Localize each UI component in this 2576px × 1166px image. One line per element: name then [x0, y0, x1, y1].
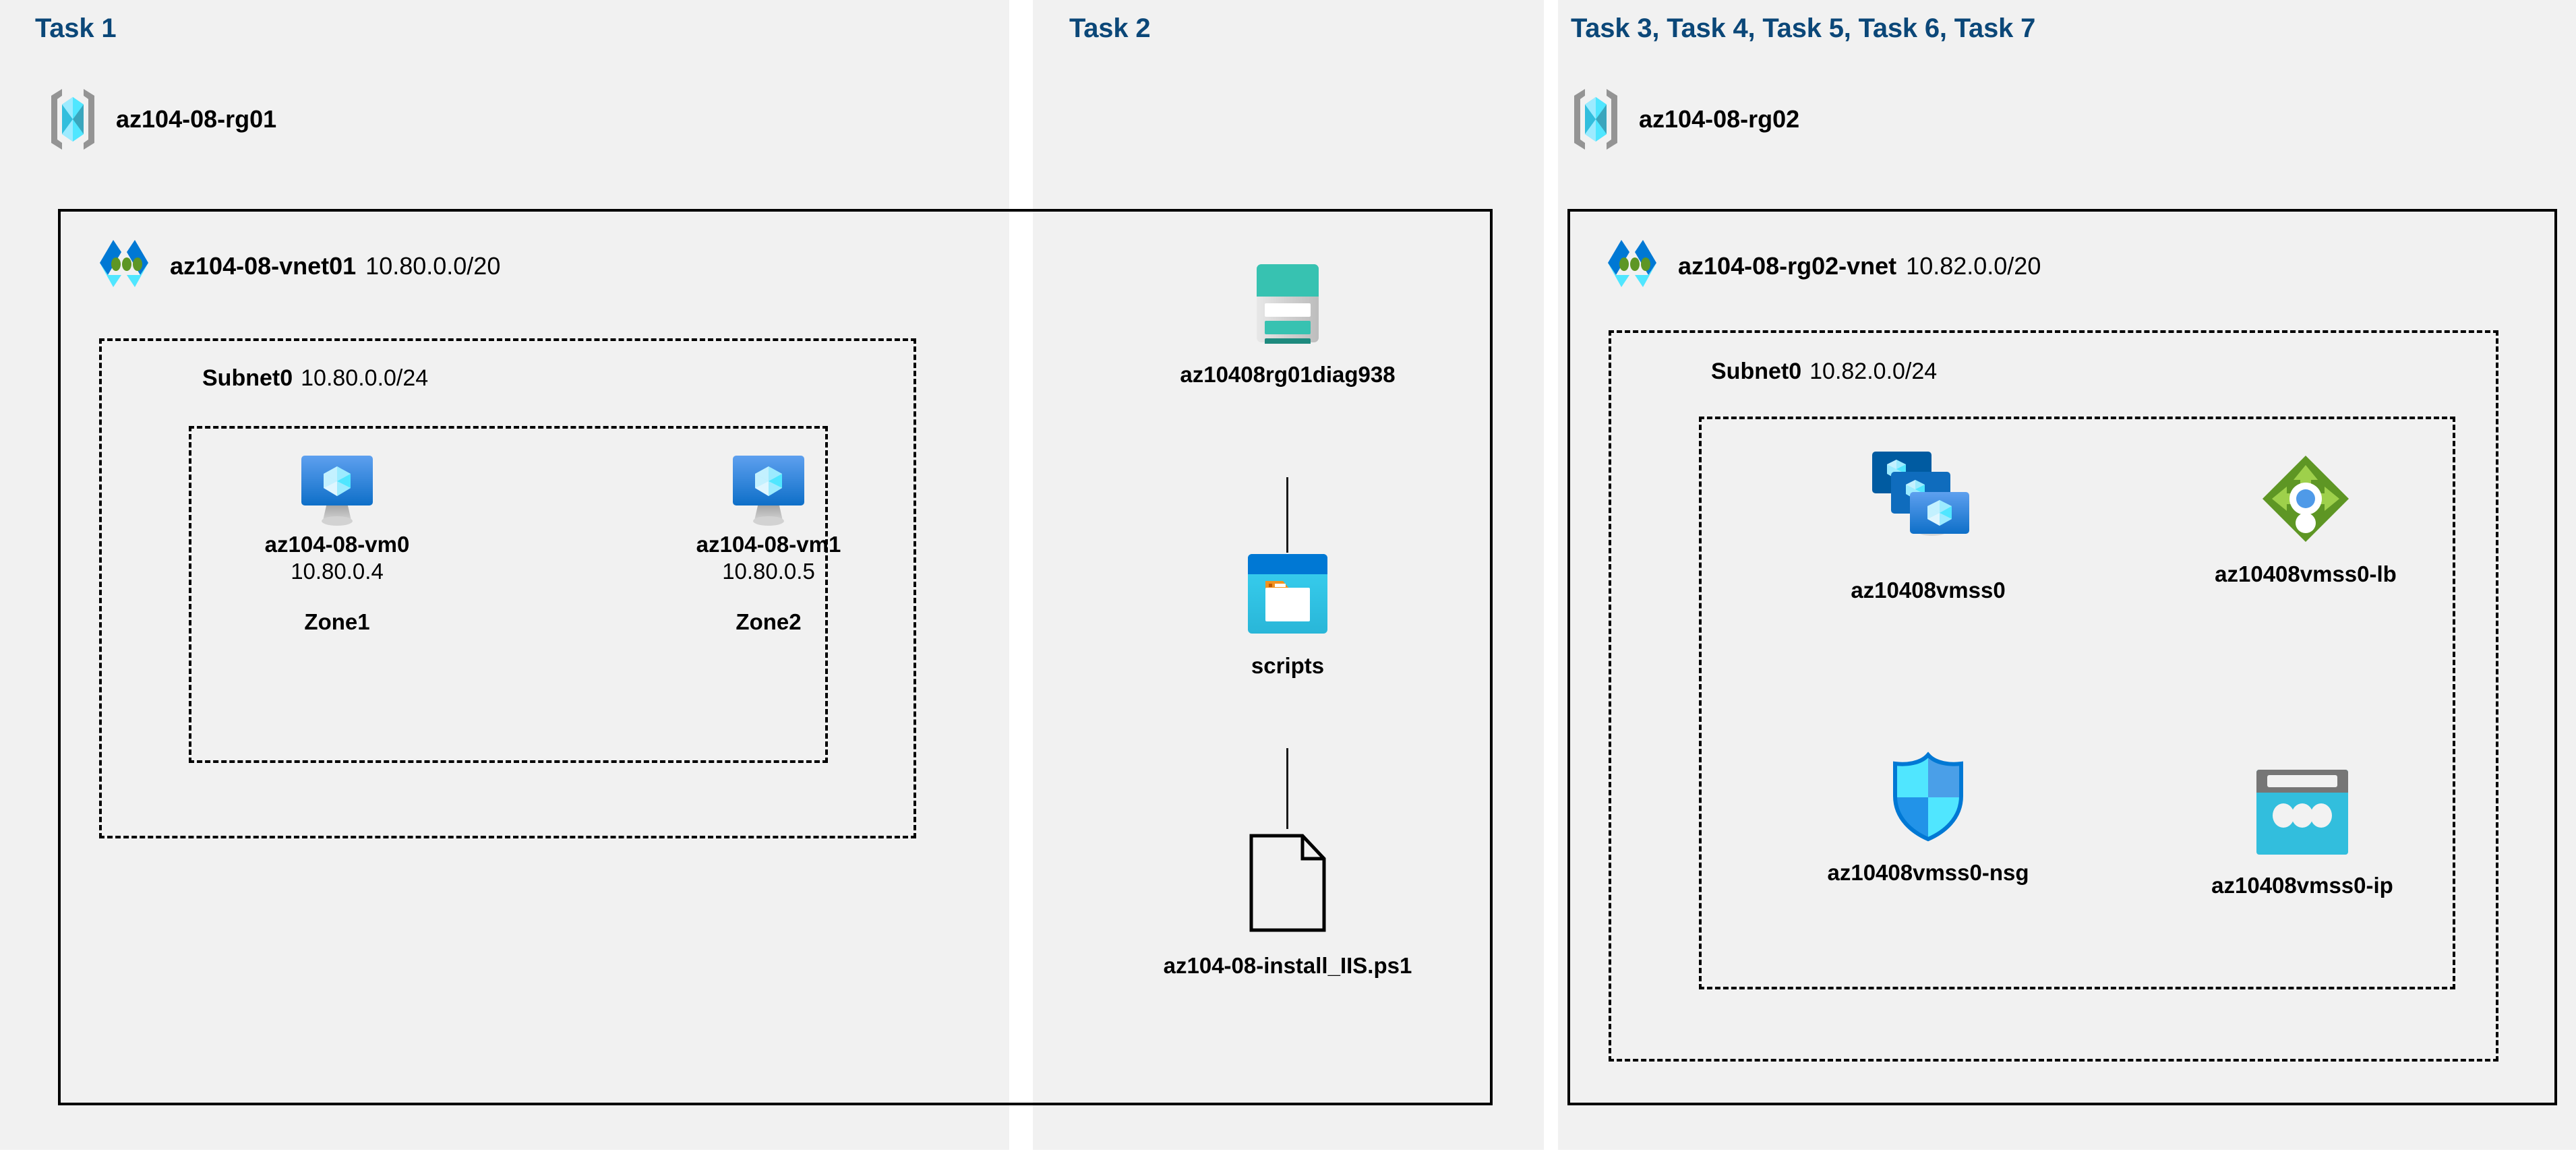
vm-zone-0: Zone1 [304, 609, 370, 634]
storage-account-node[interactable]: az10408rg01diag938 [1146, 263, 1429, 388]
vm-node-0[interactable]: az104-08-vm0 10.80.0.4 Zone1 [249, 453, 425, 636]
task-heading-2: Task 2 [1069, 13, 1151, 43]
resource-group-icon [1570, 86, 1621, 152]
resource-group-label-2: az104-08-rg02 [1639, 105, 1800, 133]
vnet-name-2: az104-08-rg02-vnet [1678, 252, 1897, 280]
vm-scale-set-node[interactable]: az10408vmss0 [1780, 446, 2076, 604]
file-label: az104-08-install_IIS.ps1 [1163, 953, 1412, 978]
resource-group-row-1: az104-08-rg01 [47, 86, 276, 152]
vnet-cidr-2: 10.82.0.0/20 [1906, 252, 2041, 280]
network-security-group-label: az10408vmss0-nsg [1827, 860, 2029, 885]
connector-storage-to-container [1286, 477, 1288, 553]
file-icon [1092, 832, 1483, 933]
vnet-row-2: az104-08-rg02-vnet 10.82.0.0/20 [1601, 237, 2041, 295]
subnet-label-1: Subnet0 10.80.0.0/24 [202, 365, 428, 392]
subnet-boundary-2 [1609, 330, 2498, 1062]
subnet-label-2: Subnet0 10.82.0.0/24 [1711, 359, 1937, 385]
subnet-inner-boundary-2 [1699, 417, 2455, 989]
resource-group-icon [47, 86, 98, 152]
public-ip-address-node[interactable]: az10408vmss0-ip [2154, 768, 2451, 899]
vnet-boundary-1 [58, 209, 1493, 1105]
vnet-row-1: az104-08-vnet01 10.80.0.0/20 [93, 237, 500, 295]
vnet-cidr-1: 10.80.0.0/20 [365, 252, 501, 280]
resource-group-label-1: az104-08-rg01 [116, 105, 277, 133]
storage-account-icon [1146, 263, 1429, 344]
file-node[interactable]: az104-08-install_IIS.ps1 [1092, 832, 1483, 979]
task-heading-3: Task 3, Task 4, Task 5, Task 6, Task 7 [1571, 13, 2036, 43]
subnet-cidr-1: 10.80.0.0/24 [301, 365, 429, 391]
virtual-network-icon [1601, 237, 1663, 295]
task-panel-1 [0, 0, 1009, 1150]
load-balancer-icon [2157, 453, 2454, 545]
vm-scale-set-label: az10408vmss0 [1851, 578, 2006, 603]
load-balancer-label: az10408vmss0-lb [2215, 561, 2397, 586]
public-ip-address-icon [2154, 768, 2451, 856]
blob-container-label: scripts [1251, 653, 1325, 678]
public-ip-address-label: az10408vmss0-ip [2211, 873, 2393, 898]
load-balancer-node[interactable]: az10408vmss0-lb [2157, 453, 2454, 588]
subnet-name-2: Subnet0 [1711, 359, 1802, 384]
subnet-boundary-1 [99, 338, 916, 838]
vm-node-1[interactable]: az104-08-vm1 10.80.0.5 Zone2 [681, 453, 856, 636]
vm-zone-1: Zone2 [736, 609, 802, 634]
vm-ip-0: 10.80.0.4 [291, 559, 384, 584]
resource-group-row-2: az104-08-rg02 [1570, 86, 1799, 152]
vnet-name-1: az104-08-vnet01 [170, 252, 357, 280]
subnet-name-1: Subnet0 [202, 365, 293, 391]
subnet-inner-boundary-1 [189, 426, 828, 763]
virtual-machine-icon [681, 453, 856, 531]
vm-scale-set-icon [1780, 446, 2076, 561]
virtual-network-icon [93, 237, 155, 295]
blob-container-node[interactable]: scripts [1187, 553, 1389, 679]
vm-label-0: az104-08-vm0 [264, 532, 410, 557]
connector-container-to-file [1286, 748, 1288, 829]
network-security-group-icon [1766, 751, 2090, 842]
subnet-cidr-2: 10.82.0.0/24 [1809, 359, 1938, 384]
vm-ip-1: 10.80.0.5 [722, 559, 815, 584]
virtual-machine-icon [249, 453, 425, 531]
task-heading-1: Task 1 [35, 13, 117, 43]
vnet-boundary-2 [1567, 209, 2557, 1105]
task-panel-3 [1558, 0, 2576, 1150]
network-security-group-node[interactable]: az10408vmss0-nsg [1766, 751, 2090, 886]
blob-container-icon [1187, 553, 1389, 635]
storage-account-label: az10408rg01diag938 [1180, 362, 1396, 387]
vm-label-1: az104-08-vm1 [696, 532, 841, 557]
